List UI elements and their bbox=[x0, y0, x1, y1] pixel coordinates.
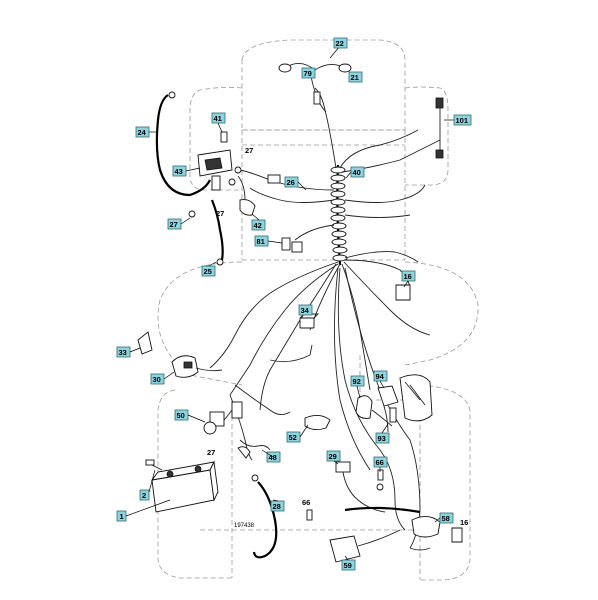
callout-48[interactable]: 48 bbox=[266, 451, 281, 463]
callout-43[interactable]: 43 bbox=[172, 165, 187, 177]
label-27-lower: 27 bbox=[207, 448, 215, 457]
callout-40[interactable]: 40 bbox=[350, 166, 365, 178]
headlight-assembly bbox=[278, 45, 352, 113]
svg-text:59: 59 bbox=[344, 561, 352, 570]
callout-66[interactable]: 66 bbox=[373, 456, 388, 468]
label-27-upper: 27 bbox=[245, 146, 253, 155]
svg-text:52: 52 bbox=[289, 433, 297, 442]
battery bbox=[145, 459, 219, 513]
callout-30[interactable]: 30 bbox=[150, 373, 165, 385]
battery-cables bbox=[155, 91, 224, 266]
callout-26[interactable]: 26 bbox=[284, 176, 299, 188]
callout-92[interactable]: 92 bbox=[350, 375, 365, 387]
svg-text:25: 25 bbox=[204, 267, 212, 276]
svg-text:93: 93 bbox=[378, 434, 386, 443]
svg-text:33: 33 bbox=[119, 348, 127, 357]
part-101-cable bbox=[435, 97, 454, 159]
svg-text:30: 30 bbox=[153, 375, 161, 384]
svg-text:1: 1 bbox=[120, 512, 124, 521]
part-52-fuse bbox=[304, 415, 331, 431]
svg-text:94: 94 bbox=[376, 372, 385, 381]
harness-loom-coil bbox=[330, 164, 348, 266]
callout-42[interactable]: 42 bbox=[251, 219, 266, 231]
rear-harness bbox=[329, 506, 463, 563]
svg-text:58: 58 bbox=[442, 514, 450, 523]
callout-28[interactable]: 28 bbox=[270, 500, 285, 512]
callout-58[interactable]: 58 bbox=[439, 512, 454, 524]
svg-text:92: 92 bbox=[353, 377, 361, 386]
svg-text:21: 21 bbox=[351, 73, 359, 82]
bolts-66 bbox=[306, 469, 384, 521]
callout-34[interactable]: 34 bbox=[298, 304, 313, 316]
main-harness bbox=[209, 87, 441, 549]
callout-1[interactable]: 1 bbox=[116, 510, 127, 522]
svg-text:101: 101 bbox=[456, 116, 469, 125]
svg-text:26: 26 bbox=[287, 178, 295, 187]
callout-2[interactable]: 2 bbox=[139, 489, 150, 501]
callout-52[interactable]: 52 bbox=[286, 431, 301, 443]
svg-text:29: 29 bbox=[329, 452, 337, 461]
callout-101[interactable]: 101 bbox=[453, 114, 472, 126]
callout-29[interactable]: 29 bbox=[326, 450, 341, 462]
callout-24[interactable]: 24 bbox=[135, 126, 150, 138]
callout-27[interactable]: 27 bbox=[167, 218, 182, 230]
callout-21[interactable]: 21 bbox=[348, 71, 363, 83]
svg-text:79: 79 bbox=[304, 69, 312, 78]
solenoid-assembly bbox=[197, 131, 246, 201]
svg-text:24: 24 bbox=[138, 128, 147, 137]
svg-text:27: 27 bbox=[170, 220, 178, 229]
leader-lines bbox=[125, 122, 441, 561]
svg-text:41: 41 bbox=[214, 114, 222, 123]
svg-text:43: 43 bbox=[175, 167, 183, 176]
part-28-cable bbox=[251, 474, 278, 559]
svg-text:28: 28 bbox=[273, 502, 281, 511]
callout-59[interactable]: 59 bbox=[341, 559, 356, 571]
callout-33[interactable]: 33 bbox=[116, 346, 131, 358]
callout-labels: 22 79 21 101 24 41 43 26 40 27 42 bbox=[116, 37, 472, 571]
svg-text:66: 66 bbox=[376, 458, 384, 467]
callout-94[interactable]: 94 bbox=[373, 370, 388, 382]
svg-text:16: 16 bbox=[404, 272, 412, 281]
callout-79[interactable]: 79 bbox=[301, 67, 316, 79]
part-30-switch bbox=[171, 355, 223, 378]
drawing-number: 197438 bbox=[234, 523, 255, 529]
callout-22[interactable]: 22 bbox=[333, 37, 348, 49]
label-16-lower: 16 bbox=[460, 518, 468, 527]
svg-text:42: 42 bbox=[254, 221, 262, 230]
label-66-lower: 66 bbox=[302, 498, 310, 507]
callout-16[interactable]: 16 bbox=[401, 270, 416, 282]
label-27-middle: 27 bbox=[216, 209, 224, 218]
svg-text:50: 50 bbox=[177, 411, 185, 420]
part-48-ground bbox=[237, 439, 271, 459]
callout-93[interactable]: 93 bbox=[375, 432, 390, 444]
svg-text:22: 22 bbox=[336, 39, 344, 48]
part-50-switch bbox=[203, 401, 243, 435]
part-33-bracket bbox=[137, 331, 153, 355]
svg-text:34: 34 bbox=[301, 306, 310, 315]
svg-text:48: 48 bbox=[269, 453, 277, 462]
callout-50[interactable]: 50 bbox=[174, 409, 189, 421]
svg-text:2: 2 bbox=[142, 491, 146, 500]
svg-text:40: 40 bbox=[353, 168, 361, 177]
part-29-connector bbox=[335, 461, 386, 513]
svg-text:81: 81 bbox=[257, 237, 265, 246]
callout-81[interactable]: 81 bbox=[254, 235, 269, 247]
seat-switch-group bbox=[355, 374, 433, 433]
callout-25[interactable]: 25 bbox=[201, 265, 216, 277]
callout-41[interactable]: 41 bbox=[211, 112, 226, 124]
